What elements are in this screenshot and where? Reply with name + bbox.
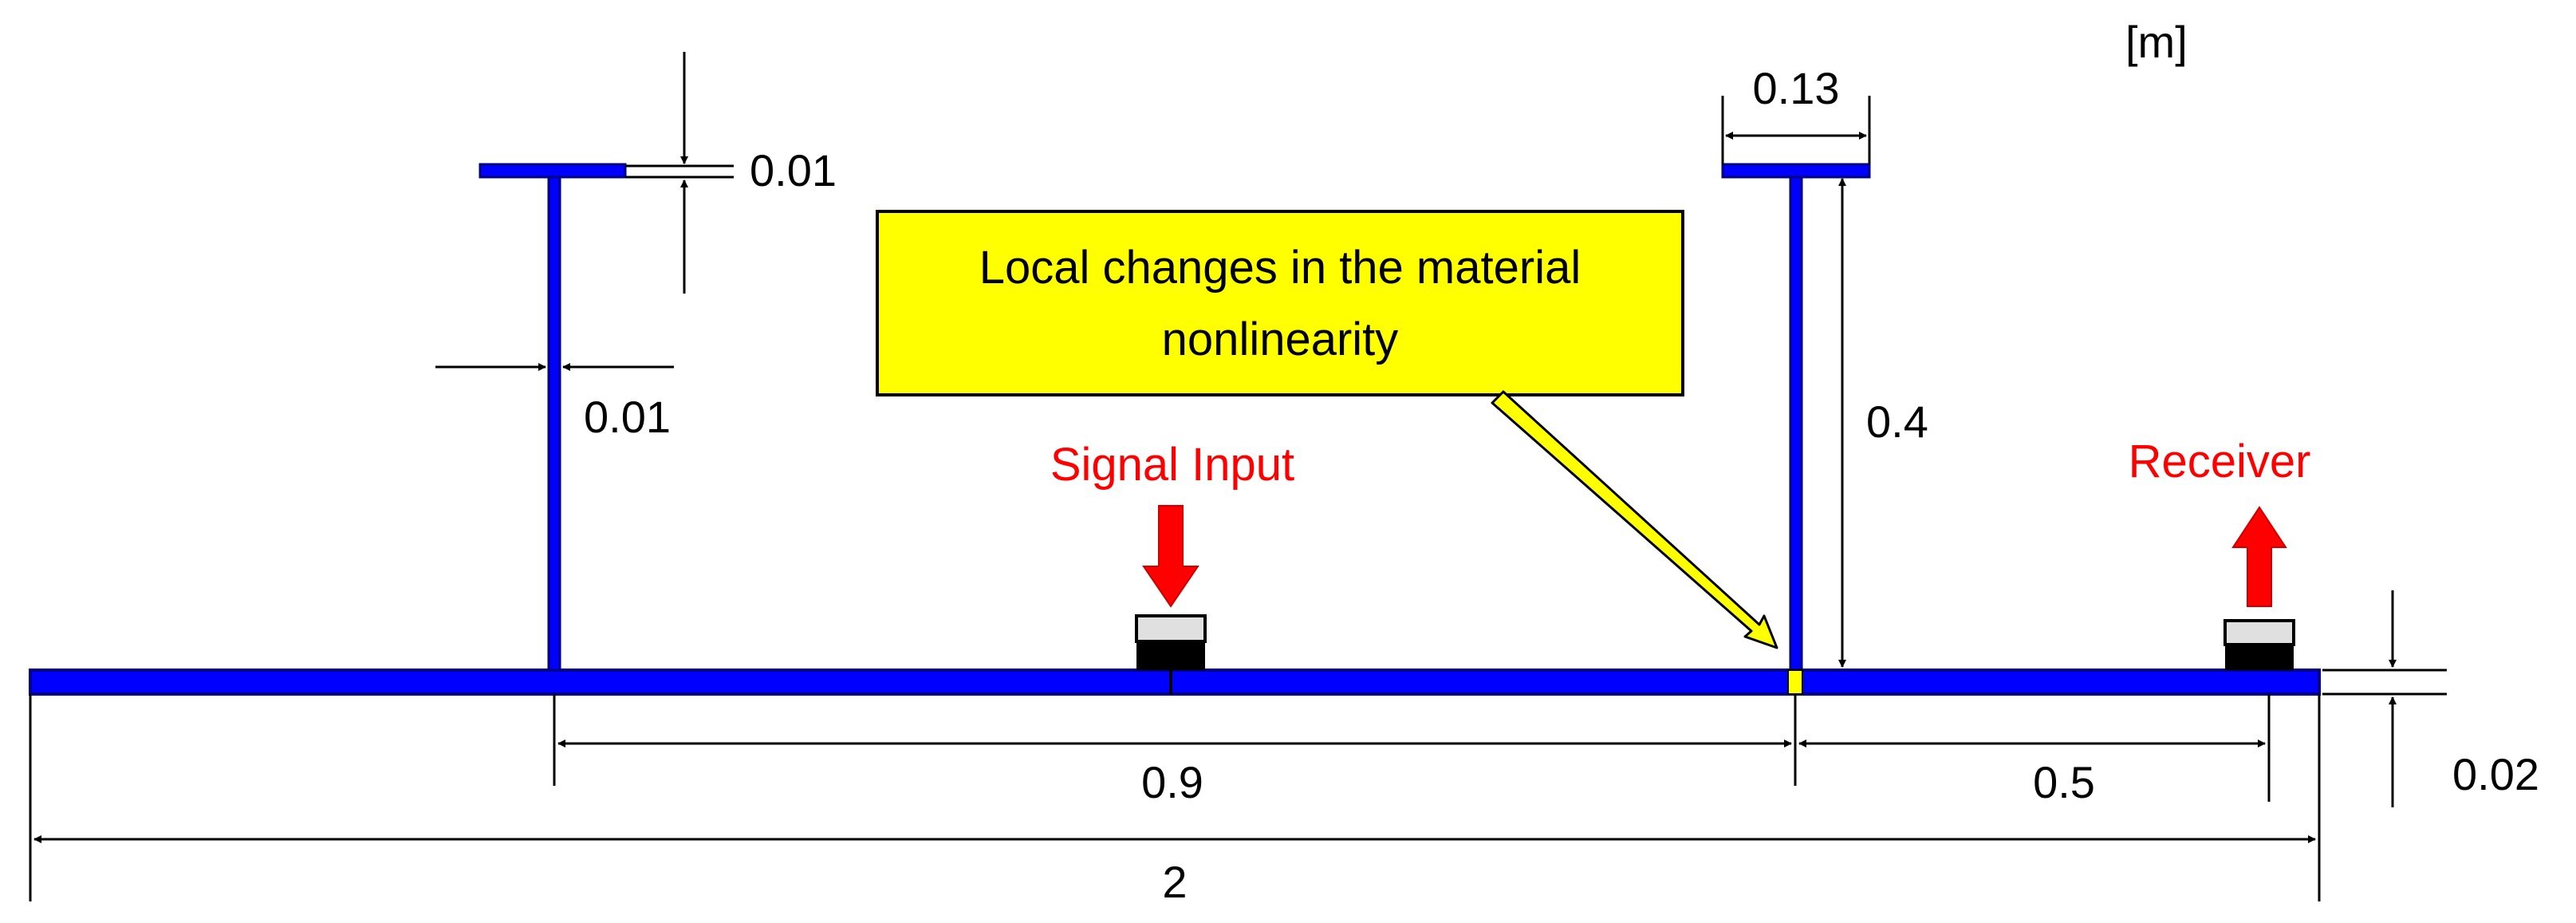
unit-label: [m] <box>2125 17 2188 67</box>
receiver-sensor <box>2223 619 2295 670</box>
right-stiffener-web <box>1789 172 1803 672</box>
left-stiffener-flange <box>479 163 627 179</box>
dim-plate-thickness-label: 0.02 <box>2452 749 2539 799</box>
dim-span-09-label: 0.9 <box>1141 757 1203 807</box>
left-stiffener-web <box>547 172 561 672</box>
dim-plate-thickness <box>2322 590 2447 807</box>
signal-input-arrow <box>1142 505 1199 608</box>
signal-input-sensor <box>1135 614 1207 694</box>
dim-flange-thickness <box>625 52 734 294</box>
dim-overall-length <box>29 694 2321 901</box>
callout-box <box>876 210 1684 396</box>
dim-flange-width-label: 0.13 <box>1753 63 1840 113</box>
callout-line-1: Local changes in the material <box>979 242 1581 294</box>
dim-flange-width <box>1721 96 1871 164</box>
callout-pointer <box>1491 390 1778 649</box>
signal-input-label: Signal Input <box>1050 439 1294 491</box>
dim-flange-thickness-label: 0.01 <box>750 145 837 195</box>
dim-web-thickness-label: 0.01 <box>584 392 671 442</box>
defect-marker <box>1787 669 1803 695</box>
receiver-arrow <box>2231 506 2287 607</box>
dim-span-05-label: 0.5 <box>2033 757 2095 807</box>
dim-spans <box>553 694 2271 802</box>
dim-overall-length-label: 2 <box>1162 857 1187 907</box>
right-stiffener-flange <box>1721 163 1871 179</box>
dim-stiffener-height-label: 0.4 <box>1866 396 1928 447</box>
receiver-label: Receiver <box>2129 436 2311 487</box>
base-plate <box>29 669 2321 696</box>
callout-line-2: nonlinearity <box>1162 314 1399 365</box>
